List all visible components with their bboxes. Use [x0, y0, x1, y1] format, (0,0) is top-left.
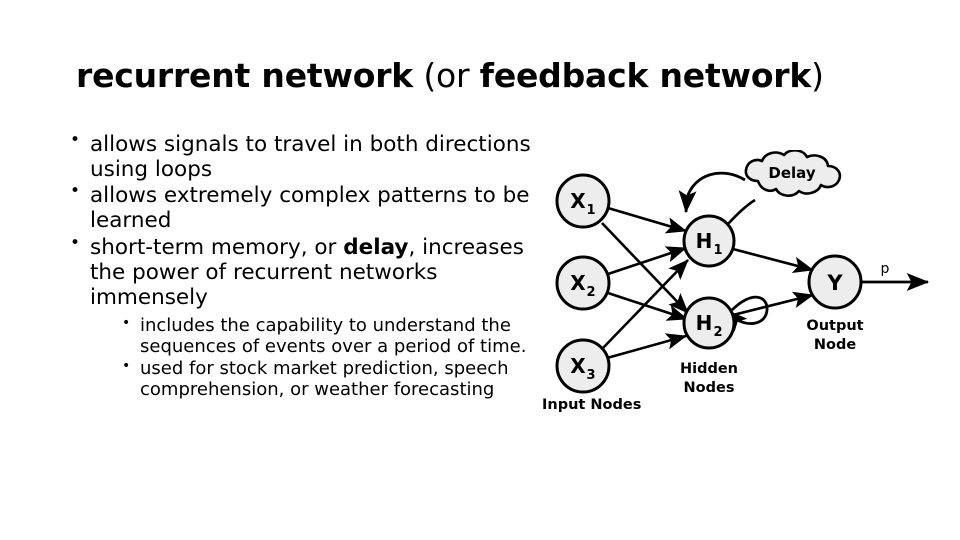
node-h2-circle: [682, 296, 736, 350]
node-x3: X 3: [555, 338, 611, 394]
recurrent-network-diagram: Delay p X 1 X 2: [536, 150, 960, 435]
bullet-text-2: allows extremely complex patterns to be …: [90, 183, 530, 234]
node-x2-subscript: 2: [586, 285, 595, 300]
label-input-nodes: Input Nodes: [542, 397, 641, 413]
network-nodes: X 1 X 2 X 3 H 1: [555, 173, 863, 394]
title-part-recurrent: recurrent network: [76, 56, 414, 95]
node-x2: X 2: [555, 255, 611, 311]
bullet-list-container: allows signals to travel in both directi…: [62, 131, 542, 401]
edge-h1-to-delay: [727, 198, 756, 225]
page-title: recurrent network (or feedback network): [76, 56, 916, 95]
sub-bullet-item-2: used for stock market prediction, speech…: [116, 357, 542, 401]
bullet-text-3-before: short-term memory, or: [90, 234, 344, 260]
edge-h2-self-loop: [725, 295, 769, 332]
bullet-list: allows signals to travel in both directi…: [62, 131, 542, 401]
node-x1: X 1: [555, 173, 611, 229]
delay-cloud: Delay: [744, 150, 842, 197]
label-output-node-line2: Node: [814, 337, 856, 353]
node-x2-label: X: [570, 271, 586, 295]
bullet-text-1: allows signals to travel in both directi…: [90, 132, 531, 183]
node-h1-label: H: [696, 229, 713, 253]
output-edge-label-p: p: [881, 261, 890, 277]
edge-x3-h1: [601, 259, 689, 350]
bullet-text-3-bold-delay: delay: [343, 234, 409, 260]
node-x2-circle: [555, 255, 611, 311]
edge-x1-h1: [607, 206, 687, 234]
sub-bullet-text-2: used for stock market prediction, speech…: [140, 357, 509, 400]
title-part-or: (or: [413, 56, 480, 95]
title-part-close-paren: ): [811, 56, 824, 95]
edge-x2-h2: [607, 291, 688, 321]
bullet-item-3: short-term memory, or delay, increases t…: [62, 234, 542, 401]
edge-h2-y: [732, 291, 815, 317]
node-h1-subscript: 1: [713, 243, 722, 258]
delay-cloud-label: Delay: [768, 164, 815, 182]
node-x3-subscript: 3: [586, 368, 595, 383]
node-x1-subscript: 1: [586, 203, 595, 218]
label-hidden-nodes-line2: Nodes: [684, 380, 735, 396]
bullet-text-3-after: , increases the power of recurrent netwo…: [90, 234, 524, 310]
node-h1-circle: [682, 214, 736, 268]
edge-delay-to-h1-feedback: [678, 171, 746, 214]
edge-x2-h1: [607, 246, 687, 276]
bullet-item-2: allows extremely complex patterns to be …: [62, 182, 542, 234]
node-y-circle: [807, 254, 863, 310]
delay-cloud-shape: [744, 150, 842, 197]
node-x1-label: X: [570, 189, 586, 213]
node-y: Y: [807, 254, 863, 310]
node-h2: H 2: [682, 296, 736, 350]
hidden-to-output-edges: [732, 247, 815, 317]
edge-x1-h2: [601, 222, 689, 314]
input-to-hidden-edges: [601, 206, 689, 360]
title-part-feedback: feedback network: [479, 56, 812, 95]
node-h2-subscript: 2: [713, 325, 722, 340]
network-diagram-svg: Delay p X 1 X 2: [542, 150, 930, 413]
node-x3-label: X: [570, 354, 586, 378]
sub-bullet-list: includes the capability to understand th…: [90, 314, 542, 401]
bullet-item-1: allows signals to travel in both directi…: [62, 131, 542, 183]
edge-h1-y: [732, 247, 815, 274]
node-h2-label: H: [696, 311, 713, 335]
node-x3-circle: [555, 338, 611, 394]
edge-x3-h2: [606, 333, 688, 360]
node-y-label: Y: [826, 271, 843, 295]
label-hidden-nodes-line1: Hidden: [680, 361, 738, 377]
sub-bullet-text-1: includes the capability to understand th…: [140, 314, 527, 357]
sub-bullet-item-1: includes the capability to understand th…: [116, 314, 542, 358]
label-output-node-line1: Output: [806, 318, 863, 334]
node-x1-circle: [555, 173, 611, 229]
node-h1: H 1: [682, 214, 736, 268]
